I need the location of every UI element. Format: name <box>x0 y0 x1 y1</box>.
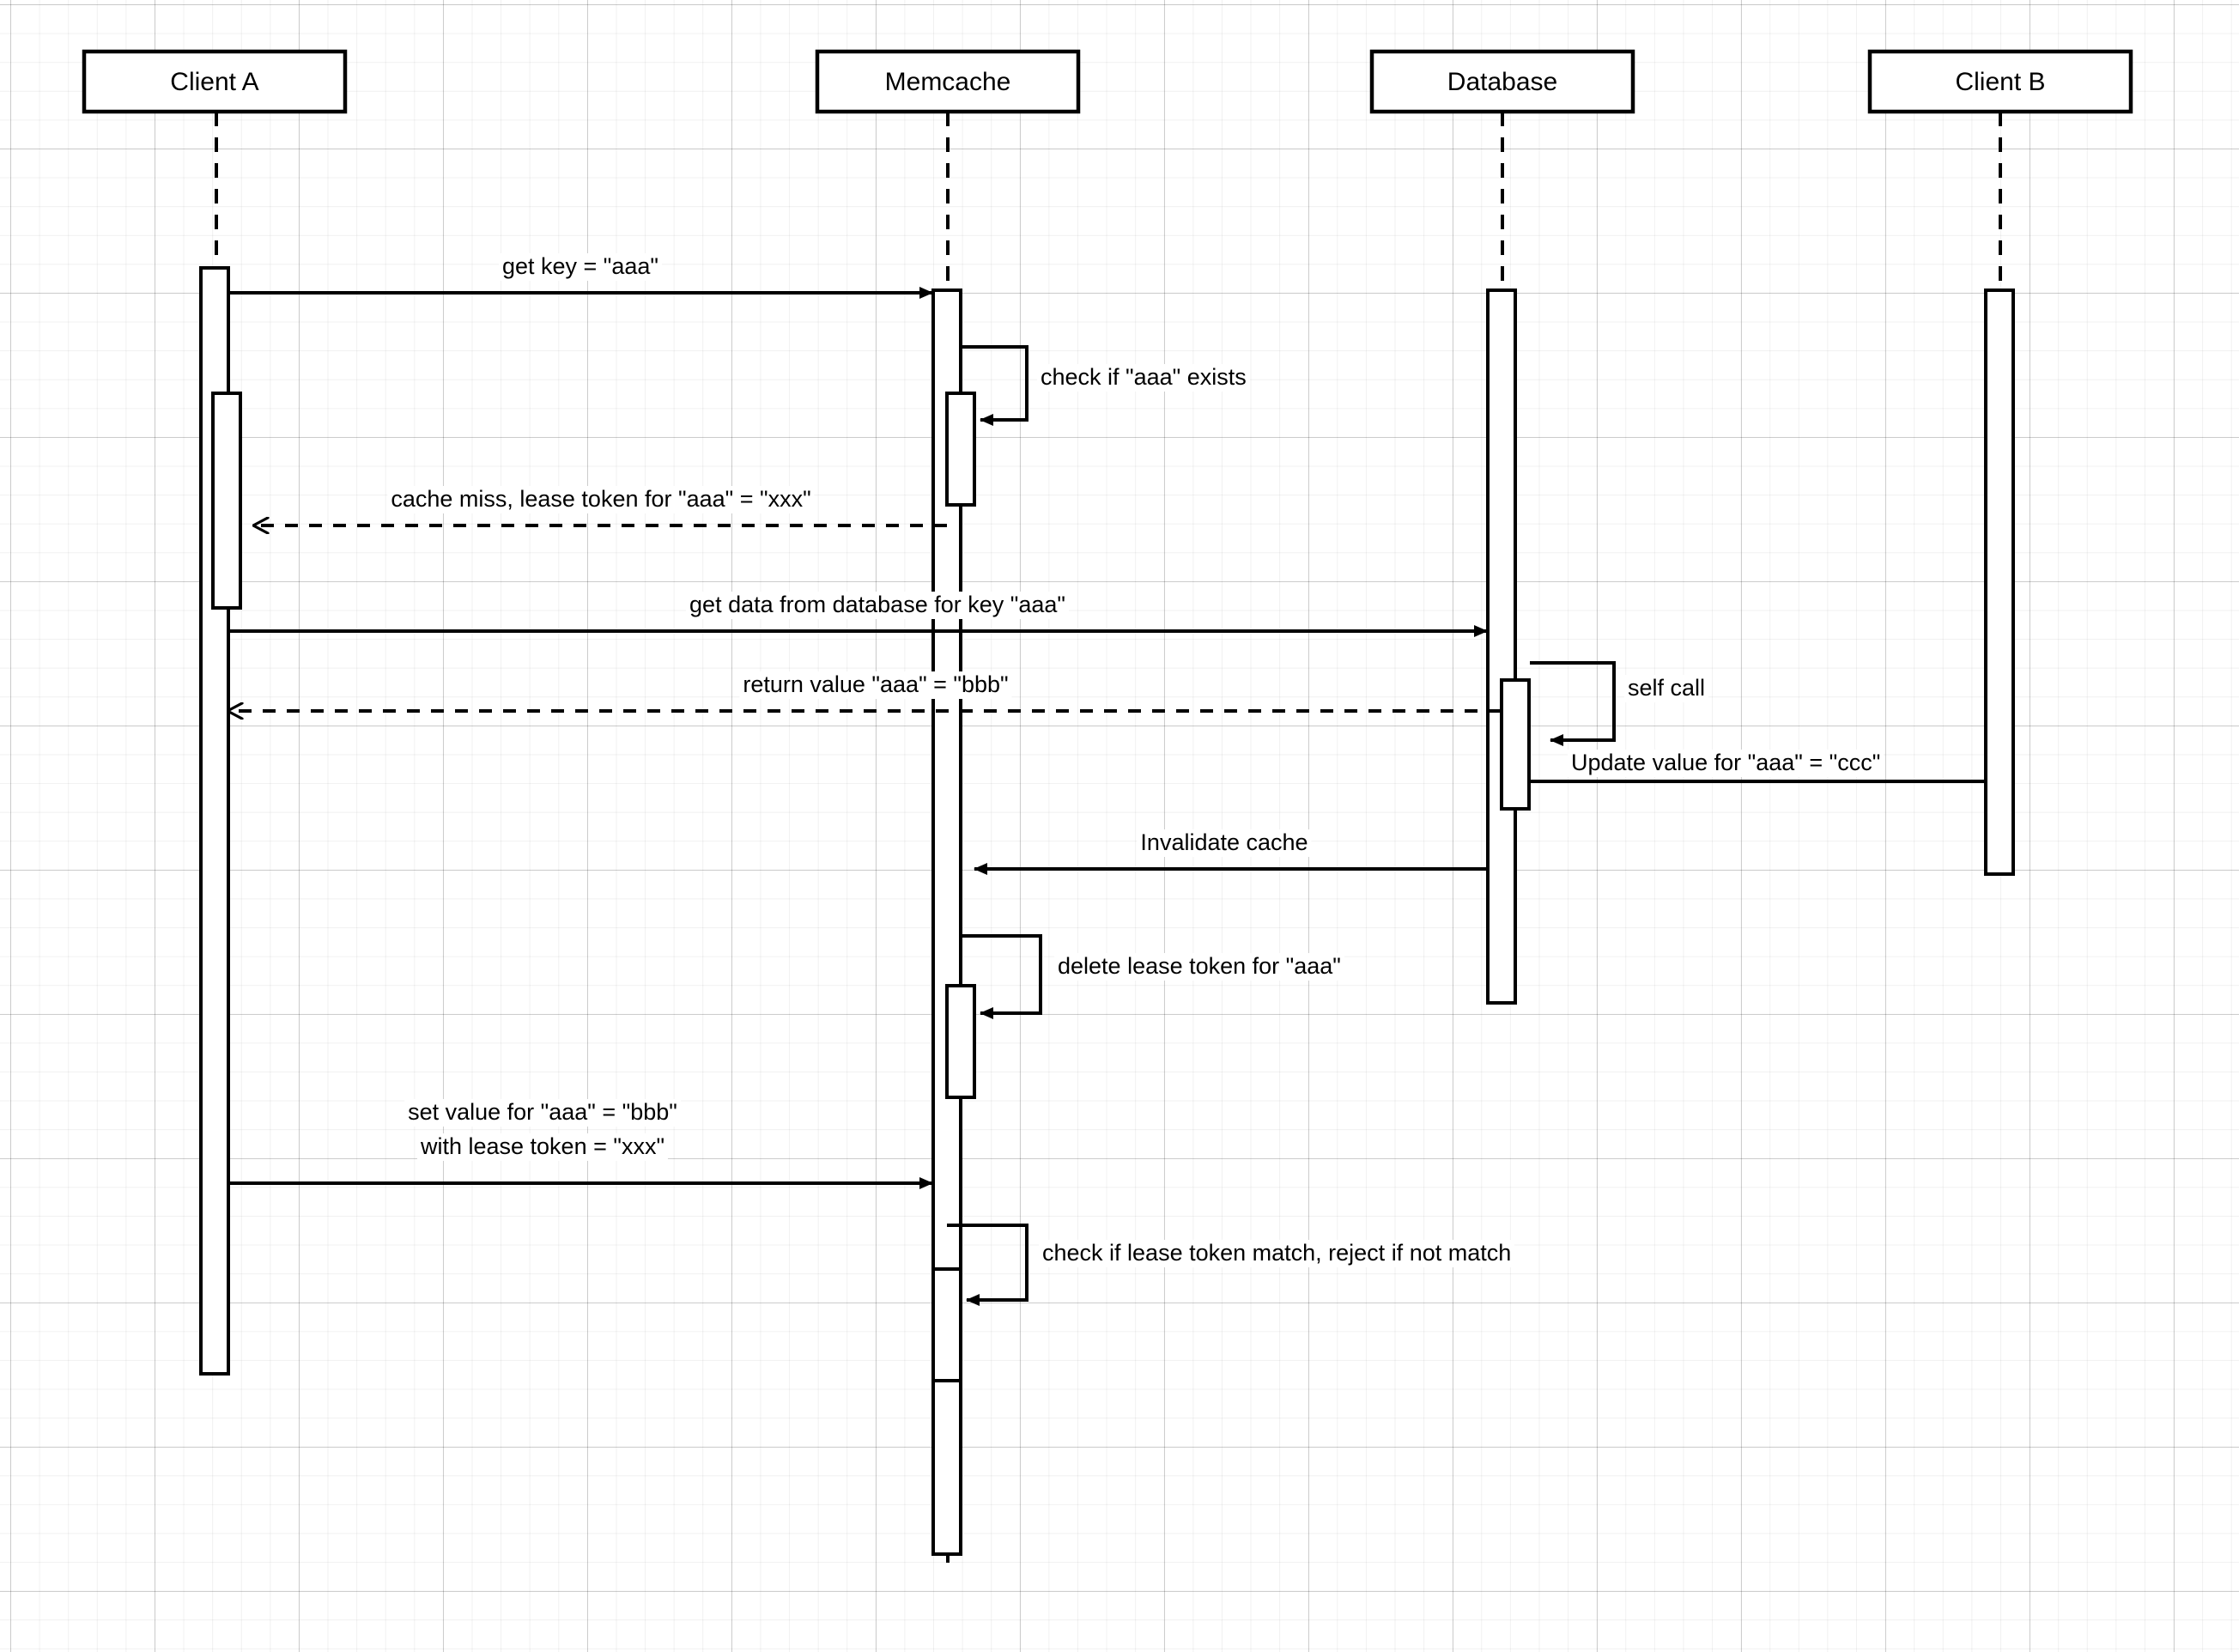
message-label-update-value: Update value for "aaa" = "ccc" <box>1568 750 1884 777</box>
message-label-invalidate-cache: Invalidate cache <box>1137 829 1312 857</box>
activation-bars <box>199 266 2015 1556</box>
message-label-get-data-from-db: get data from database for key "aaa" <box>686 592 1069 619</box>
message-arrow-check-lease-match[interactable] <box>947 1224 1028 1306</box>
message-arrow-check-exists[interactable] <box>961 345 1028 426</box>
activation-database-nested <box>1500 678 1531 811</box>
activation-memcache-nested-2 <box>945 984 976 1099</box>
participant-box-memcache[interactable] <box>815 49 1081 114</box>
activation-database-main <box>1486 288 1517 1005</box>
participant-box-client-a[interactable] <box>82 49 348 114</box>
message-label-set-value-line1: set value for "aaa" = "bbb" <box>404 1099 681 1127</box>
participant-label-memcache: Memcache <box>884 68 1011 96</box>
message-arrow-self-call[interactable] <box>1530 661 1616 746</box>
activation-client-b-main <box>1984 288 2015 876</box>
participant-box-client-b[interactable] <box>1867 49 2133 114</box>
participant-label-database: Database <box>1447 68 1558 96</box>
activation-memcache-nested-1 <box>945 392 976 507</box>
messages-layer <box>228 287 1985 1306</box>
message-label-get-key: get key = "aaa" <box>498 253 663 281</box>
message-label-delete-lease-token: delete lease token for "aaa" <box>1054 953 1344 981</box>
message-label-set-value-line2: with lease token = "xxx" <box>416 1133 669 1161</box>
participant-label-client-b: Client B <box>1955 68 2046 96</box>
message-arrow-delete-lease-token[interactable] <box>961 934 1042 1019</box>
message-label-check-exists: check if "aaa" exists <box>1037 364 1250 392</box>
lifelines <box>215 112 2002 1563</box>
message-label-cache-miss: cache miss, lease token for "aaa" = "xxx… <box>387 486 815 513</box>
message-label-self-call: self call <box>1624 675 1709 702</box>
activation-memcache-nested-3 <box>931 1267 962 1382</box>
participant-boxes <box>82 49 2133 114</box>
message-label-return-value: return value "aaa" = "bbb" <box>739 671 1012 699</box>
activation-client-a-nested <box>211 392 242 610</box>
message-label-check-lease-match: check if lease token match, reject if no… <box>1039 1240 1515 1267</box>
participant-box-database[interactable] <box>1369 49 1635 114</box>
participant-label-client-a: Client A <box>170 68 259 96</box>
